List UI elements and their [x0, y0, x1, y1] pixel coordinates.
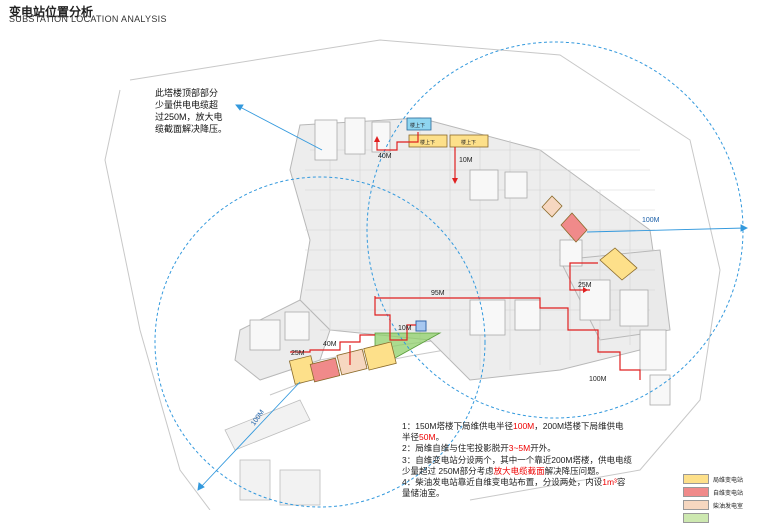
note-item: 3：自维变电站分设两个，其中一个靠近200M塔楼，供电电缆 — [402, 454, 632, 465]
legend-swatch — [683, 474, 709, 484]
note-item: 少量超过 250M部分考虑放大电缆截面解决降压问题。 — [402, 465, 605, 476]
distance-label: 25M — [291, 350, 305, 357]
distance-label: 10M — [398, 325, 412, 332]
callout-line: 此塔楼顶部部分 — [155, 88, 219, 98]
radius-arrows — [197, 104, 749, 491]
distance-label: 25M — [578, 282, 592, 289]
callout-line: 少量供电电缆超 — [155, 100, 219, 110]
distance-label: 40M — [323, 341, 337, 348]
cable-routes — [290, 132, 641, 380]
legend-swatch — [683, 487, 709, 497]
distance-label: 10M — [459, 157, 473, 164]
callout-line: 过250M，放大电 — [155, 112, 223, 122]
blue-substation — [415, 320, 427, 332]
note-item: 1：150M塔楼下局维供电半径100M，200M塔楼下局维供电 — [402, 421, 624, 431]
svg-text:楼上下: 楼上下 — [461, 139, 476, 146]
legend-item: 局维变电站 — [683, 473, 743, 485]
svg-text:楼上下: 楼上下 — [420, 139, 435, 146]
legend-label: 自维变电站 — [713, 490, 744, 497]
station-labels: 楼上下 楼上下 楼上下 — [410, 122, 476, 146]
note-item: 4：柴油发电站靠近自维变电站布置，分设两处，内设1m³容 — [402, 477, 626, 488]
page-title: 变电站位置分析 — [9, 5, 94, 19]
legend-swatch — [683, 513, 709, 523]
note-item: 半径50M。 — [402, 432, 445, 443]
legend-item — [683, 512, 743, 524]
design-notes: 1：150M塔楼下局维供电半径100M，200M塔楼下局维供电 半径50M。 2… — [402, 421, 670, 499]
legend-item: 柴油发电室 — [683, 499, 743, 511]
distance-label: 100M — [589, 376, 607, 383]
legend-label: 局维变电站 — [713, 477, 744, 484]
site-plan: 楼上下 楼上下 楼上下 40M 10M 100M 25M 95M — [104, 39, 749, 510]
cable-callout: 此塔楼顶部部分 少量供电电缆超 过250M，放大电 缆截面解决降压。 — [155, 87, 235, 135]
note-item: 量储油室。 — [402, 488, 445, 499]
legend-label: 柴油发电室 — [713, 503, 744, 510]
distance-label: 95M — [431, 290, 445, 297]
legend-swatch — [683, 500, 709, 510]
distance-label: 40M — [378, 153, 392, 160]
legend-item: 自维变电站 — [683, 486, 743, 498]
legend: 局维变电站 自维变电站 柴油发电室 — [683, 473, 743, 525]
distance-label: 100M — [642, 217, 660, 224]
svg-text:楼上下: 楼上下 — [410, 122, 425, 129]
route-arrowheads — [374, 136, 588, 293]
callout-line: 缆截面解决降压。 — [155, 124, 228, 134]
page-subtitle: SUBSTATION LOCATION ANALYSIS — [9, 14, 167, 24]
note-item: 2：局维自维与住宅投影脱开3~5M开外。 — [402, 443, 556, 454]
